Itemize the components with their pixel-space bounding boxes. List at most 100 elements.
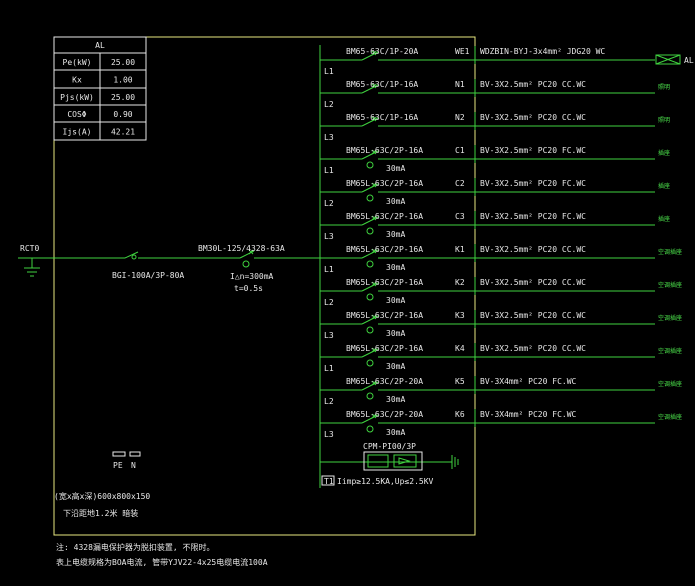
circuit-id: N1 xyxy=(455,80,465,89)
enclosure-size: (宽x高x深)600x800x150 xyxy=(54,491,150,501)
phase-label: L2 xyxy=(324,199,334,208)
breaker-label: BM65L-63C/2P-16A xyxy=(346,245,423,254)
circuit-id: K3 xyxy=(455,311,465,320)
cable-spec: BV-3X4mm² PC20 FC.WC xyxy=(480,377,577,386)
load-use: 照明 xyxy=(658,84,670,91)
param-value: 25.00 xyxy=(111,93,135,102)
load-use: 空调插座 xyxy=(658,347,682,355)
circuit-id: N2 xyxy=(455,113,465,122)
cable-spec: BV-3X2.5mm² PC20 FC.WC xyxy=(480,212,586,221)
cable-spec: BV-3X2.5mm² PC20 CC.WC xyxy=(480,80,586,89)
outgoing-marker: AL xyxy=(655,54,694,65)
param-label: Ijs(A) xyxy=(63,128,92,137)
surge-protector: CPM-PI00/3P T1 Iimp≥12.5KA,Up≤2.5KV xyxy=(320,442,459,486)
cable-spec: BV-3X2.5mm² PC20 FC.WC xyxy=(480,146,586,155)
isolator-label: BGI-100A/3P-80A xyxy=(112,271,184,280)
phase-label: L1 xyxy=(324,265,334,274)
circuit-id: K6 xyxy=(455,410,465,419)
pe-label: PE xyxy=(113,461,123,470)
cable-spec: WDZBIN-BYJ-3x4mm² JDG20 WC xyxy=(480,47,605,56)
param-value: 1.00 xyxy=(113,75,132,84)
circuit-id: K1 xyxy=(455,245,465,254)
breaker-label: BM65-63C/1P-16A xyxy=(346,113,418,122)
param-value: 0.90 xyxy=(113,110,132,119)
load-use: 插座 xyxy=(658,215,670,223)
spd-tag: T1 xyxy=(324,477,334,486)
breaker-label: BM65L-63C/2P-16A xyxy=(346,146,423,155)
load-use: 照明 xyxy=(658,117,670,124)
main-breaker-label: BM30L-125/4328-63A xyxy=(198,244,285,253)
outgoing-tag: AL xyxy=(684,56,694,65)
phase-label: L1 xyxy=(324,67,334,76)
circuit-id: K4 xyxy=(455,344,465,353)
pe-n-terminals: PE N xyxy=(112,451,141,470)
rcd-label: 30mA xyxy=(386,164,405,173)
footnote-2: 表上电缆规格为BOA电流, 管带YJV22-4x25电缆电流100A xyxy=(56,557,268,567)
incoming-feed: RCT0 BGI-100A/3P-80A BM30L-125/4328-63A … xyxy=(18,244,320,293)
load-use: 空调插座 xyxy=(658,281,682,289)
param-label: Pjs(kW) xyxy=(60,93,94,102)
circuit-row: 30mA BM65L-63C/2P-16A L1 C1 BV-3X2.5mm² PC20… xyxy=(320,145,670,175)
circuit-row: BM65-63C/1P-16A L2 N1 BV-3X2.5mm² PC20 CC.W… xyxy=(320,79,670,109)
breaker-label: BM65L-63C/2P-16A xyxy=(346,344,423,353)
rcd-label: 30mA xyxy=(386,362,405,371)
breaker-label: BM65L-63C/2P-16A xyxy=(346,278,423,287)
cable-spec: BV-3X2.5mm² PC20 CC.WC xyxy=(480,278,586,287)
phase-label: L1 xyxy=(324,166,334,175)
circuit-id: C2 xyxy=(455,179,465,188)
phase-label: L2 xyxy=(324,397,334,406)
param-value: 25.00 xyxy=(111,58,135,67)
load-use: 空调插座 xyxy=(658,380,682,388)
rcd-label: 30mA xyxy=(386,263,405,272)
spd-param: Iimp≥12.5KA,Up≤2.5KV xyxy=(337,477,434,486)
phase-label: L2 xyxy=(324,100,334,109)
param-label: Kx xyxy=(72,75,82,84)
rcd-label: 30mA xyxy=(386,395,405,404)
phase-label: L3 xyxy=(324,232,334,241)
breaker-label: BM65L-63C/2P-20A xyxy=(346,410,423,419)
phase-label: L2 xyxy=(324,298,334,307)
breaker-label: BM65L-63C/2P-16A xyxy=(346,212,423,221)
install-note: 下沿距地1.2米 暗装 xyxy=(63,508,138,518)
breaker-label: BM65-63C/1P-20A xyxy=(346,47,418,56)
phase-label: L3 xyxy=(324,133,334,142)
rcd-label: 30mA xyxy=(386,329,405,338)
circuit-id: C1 xyxy=(455,146,465,155)
rcd-label: 30mA xyxy=(386,428,405,437)
param-label: Pe(kW) xyxy=(63,58,92,67)
breaker-label: BM65L-63C/2P-16A xyxy=(346,179,423,188)
footnote-1: 注: 4328漏电保护器为脱扣装置, 不限时。 xyxy=(56,542,215,552)
phase-label: L3 xyxy=(324,331,334,340)
load-use: 插座 xyxy=(658,149,670,157)
circuit-row: BM65-63C/1P-16A L3 N2 BV-3X2.5mm² PC20 CC.W… xyxy=(320,112,670,142)
cable-spec: BV-3X4mm² PC20 FC.WC xyxy=(480,410,577,419)
cable-spec: BV-3X2.5mm² PC20 CC.WC xyxy=(480,113,586,122)
breaker-label: BM65-63C/1P-16A xyxy=(346,80,418,89)
phase-label: L1 xyxy=(324,364,334,373)
rcd-label: 30mA xyxy=(386,296,405,305)
incoming-label: RCT0 xyxy=(20,244,39,253)
circuit-row: 30mA BM65L-63C/2P-16A L3 C3 BV-3X2.5mm² PC20… xyxy=(320,211,670,241)
spd-label: CPM-PI00/3P xyxy=(363,442,416,451)
leak-current-label: I△n=300mA xyxy=(230,272,274,281)
table-title: AL xyxy=(95,41,105,50)
rcd-label: 30mA xyxy=(386,230,405,239)
param-value: 42.21 xyxy=(111,128,135,137)
cable-spec: BV-3X2.5mm² PC20 FC.WC xyxy=(480,179,586,188)
load-use: 插座 xyxy=(658,182,670,190)
load-use: 空调插座 xyxy=(658,248,682,256)
phase-label: L3 xyxy=(324,430,334,439)
circuit-id: C3 xyxy=(455,212,465,221)
breaker-label: BM65L-63C/2P-20A xyxy=(346,377,423,386)
param-label: COSΦ xyxy=(67,110,86,119)
